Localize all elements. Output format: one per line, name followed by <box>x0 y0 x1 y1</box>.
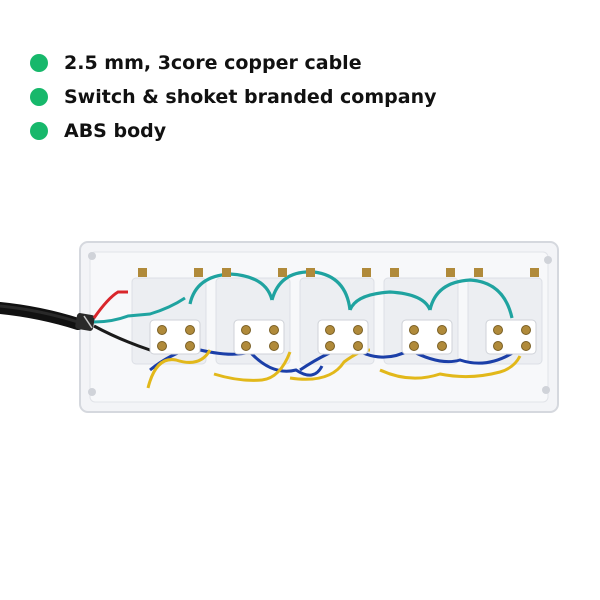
brass-terminal-icon <box>269 325 279 335</box>
brass-terminal-icon <box>409 325 419 335</box>
brass-screw-icon <box>306 268 315 277</box>
feature-list: 2.5 mm, 3core copper cable Switch & shok… <box>30 46 550 148</box>
screw-hole-icon <box>542 386 550 394</box>
brass-screw-icon <box>390 268 399 277</box>
brass-terminal-icon <box>325 341 335 351</box>
screw-hole-icon <box>544 256 552 264</box>
brass-terminal-icon <box>493 341 503 351</box>
brass-terminal-icon <box>241 341 251 351</box>
screw-hole-icon <box>88 252 96 260</box>
brass-terminal-icon <box>353 325 363 335</box>
red-wire <box>92 290 128 319</box>
screw-hole-icon <box>88 388 96 396</box>
feature-text: 2.5 mm, 3core copper cable <box>64 52 362 74</box>
brass-terminal-icon <box>269 341 279 351</box>
terminal-blocks <box>138 268 539 355</box>
brass-terminal-icon <box>241 325 251 335</box>
brass-terminal-icon <box>437 325 447 335</box>
green-dot-bullet-icon <box>30 54 48 72</box>
brass-screw-icon <box>530 268 539 277</box>
brass-screw-icon <box>474 268 483 277</box>
green-dot-bullet-icon <box>30 88 48 106</box>
feature-item: ABS body <box>30 114 550 148</box>
brass-screw-icon <box>194 268 203 277</box>
brass-terminal-icon <box>353 341 363 351</box>
feature-item: Switch & shoket branded company <box>30 80 550 114</box>
feature-item: 2.5 mm, 3core copper cable <box>30 46 550 80</box>
brass-terminal-icon <box>325 325 335 335</box>
brass-screw-icon <box>362 268 371 277</box>
brass-terminal-icon <box>493 325 503 335</box>
black-main-cable <box>0 302 95 331</box>
brass-terminal-icon <box>437 341 447 351</box>
brass-terminal-icon <box>521 325 531 335</box>
teal-wire <box>93 296 186 324</box>
brass-terminal-icon <box>157 341 167 351</box>
feature-text: Switch & shoket branded company <box>64 86 437 108</box>
extension-board-photo <box>0 241 559 413</box>
brass-screw-icon <box>138 268 147 277</box>
yellow-live-wires <box>146 348 522 389</box>
brass-screw-icon <box>222 268 231 277</box>
brass-terminal-icon <box>185 325 195 335</box>
brass-screw-icon <box>446 268 455 277</box>
green-dot-bullet-icon <box>30 122 48 140</box>
feature-text: ABS body <box>64 120 167 142</box>
brass-terminal-icon <box>185 341 195 351</box>
brass-screw-icon <box>278 268 287 277</box>
brass-terminal-icon <box>409 341 419 351</box>
brass-terminal-icon <box>521 341 531 351</box>
brass-terminal-icon <box>157 325 167 335</box>
